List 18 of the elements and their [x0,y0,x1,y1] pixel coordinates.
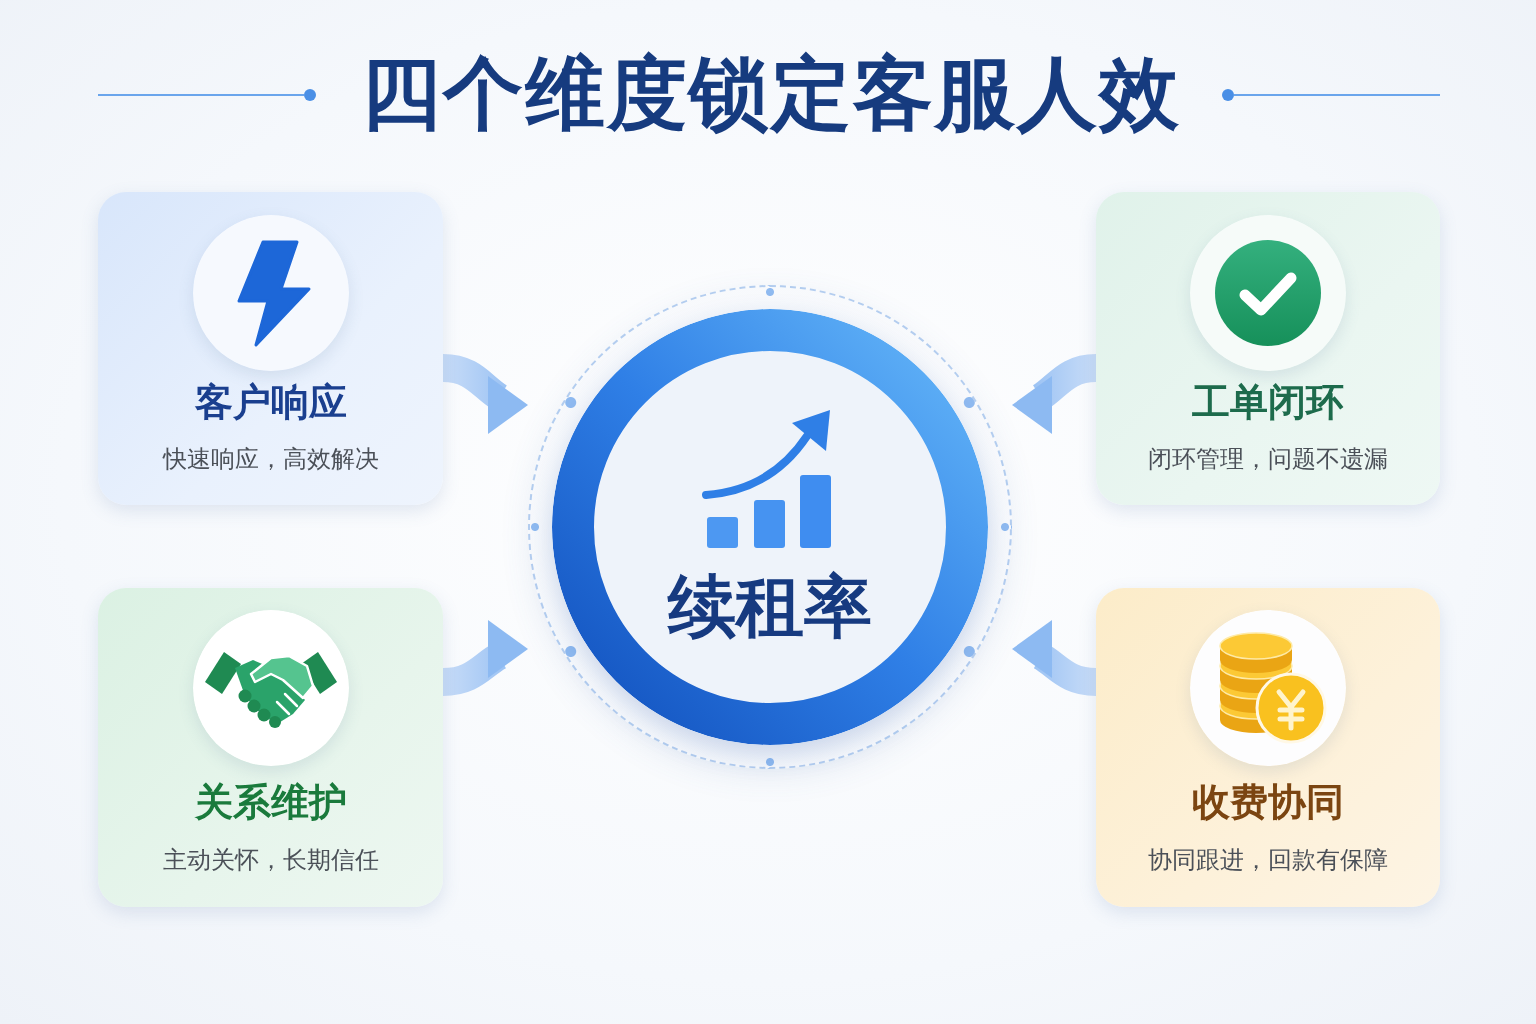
card-title: 收费协同 [1192,779,1344,826]
arrow [1010,354,1098,431]
card [1096,588,1440,907]
card-subtitle: 协同跟进，回款有保障 [1148,845,1388,876]
card-title: 客户响应 [194,379,347,426]
center-label: 续租率 [668,567,872,647]
card-title: 工单闭环 [1192,379,1344,426]
arrow [441,354,530,431]
card-subtitle: 快速响应，高效解决 [162,444,379,475]
arrow [1011,622,1097,696]
page-title: 四个维度锁定客服人效 [361,46,1181,142]
card [1096,192,1440,505]
arrow [442,622,529,696]
card-subtitle: 闭环管理，问题不遗漏 [1148,444,1388,475]
card [98,192,443,505]
card [98,588,443,907]
card-subtitle: 主动关怀，长期信任 [162,845,379,876]
card-title: 关系维护 [194,779,347,826]
